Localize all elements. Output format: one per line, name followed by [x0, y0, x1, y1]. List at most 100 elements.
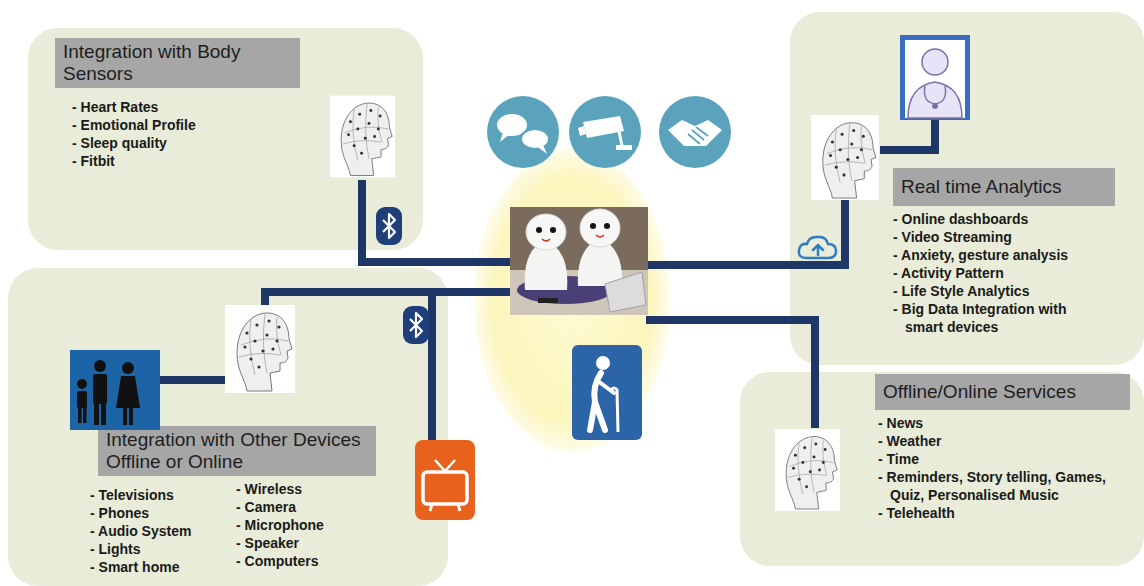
robot-photo — [525, 240, 568, 290]
bullet-list: - Wireless- Camera- Microphone- Speaker-… — [236, 480, 396, 570]
bullet-item: - Video Streaming — [893, 228, 1078, 246]
connector-line — [160, 376, 225, 384]
bullet-item: - News — [878, 414, 1118, 432]
connector-line — [160, 120, 935, 440]
family-icon — [77, 391, 87, 408]
handshake-icon — [668, 120, 722, 146]
brain-head — [811, 115, 879, 200]
robot-photo — [510, 207, 648, 315]
cloud-upload-icon — [813, 245, 823, 255]
robot-photo — [596, 235, 604, 237]
bullet-item: - Emotional Profile — [72, 116, 312, 134]
family-icon — [70, 350, 160, 430]
family-icon — [122, 362, 134, 374]
connector-line — [428, 292, 436, 440]
robot-photo — [536, 227, 542, 233]
elderly-icon — [572, 345, 642, 440]
television-icon — [430, 504, 460, 511]
chat-icon — [487, 96, 559, 168]
heading-text: Offline/Online Services — [883, 381, 1076, 403]
chat-icon — [497, 114, 527, 136]
doctor-icon — [900, 35, 970, 120]
elderly-icon — [596, 356, 610, 370]
family-icon — [77, 379, 87, 389]
camera-icon — [569, 96, 641, 168]
cloud-upload-icon — [799, 237, 836, 258]
bullet-item: - Lights — [90, 540, 230, 558]
brain-head — [775, 429, 840, 511]
bullet-item: - Phones — [90, 504, 230, 522]
bullet-item: - Telehealth — [878, 504, 1118, 522]
panel-box: - Heart Rates- Emotional Profile- Sleep … — [28, 28, 423, 250]
robot-photo — [510, 270, 648, 315]
heading-bar: Integration with Body Sensors — [55, 38, 300, 88]
elderly-icon — [572, 345, 642, 440]
bullet-item: - Time — [878, 450, 1118, 468]
brain-head — [330, 96, 395, 178]
bullet-item: - Sleep quality — [72, 134, 312, 152]
bullet-item: - Speaker — [236, 534, 396, 552]
bullet-item: - Online dashboards — [893, 210, 1078, 228]
family-icon — [94, 403, 99, 425]
robot-photo — [510, 207, 648, 315]
bullet-item: - Microphone — [236, 516, 396, 534]
chat-icon — [500, 132, 510, 142]
heading-text: Integration with Body Sensors — [63, 41, 292, 85]
bullet-item: - Camera — [236, 498, 396, 516]
robot-photo — [526, 214, 566, 250]
television-icon — [423, 472, 467, 504]
heading-bar: Offline/Online Services — [875, 374, 1130, 410]
elderly-icon — [611, 388, 618, 432]
television-icon — [415, 440, 475, 520]
connector-line — [646, 320, 815, 428]
bullet-item: - Heart Rates — [72, 98, 312, 116]
doctor-icon — [924, 86, 945, 104]
doctor-icon — [932, 103, 938, 109]
bullet-item: - Wireless — [236, 480, 396, 498]
heading-bar: Integration with Other Devices Offline o… — [98, 426, 376, 476]
family-icon — [101, 403, 106, 425]
robot-photo — [542, 239, 550, 241]
bullet-item: - Computers — [236, 552, 396, 570]
robot-photo — [517, 276, 613, 304]
bullet-item: - Smart home — [90, 558, 230, 576]
bullet-item: - Life Style Analytics — [893, 282, 1078, 300]
bullet-list: - News- Weather- Time- Reminders, Story … — [878, 414, 1118, 522]
family-icon — [123, 407, 127, 425]
elderly-icon — [590, 373, 605, 430]
robot-photo — [580, 209, 620, 247]
connector-line — [265, 292, 512, 305]
heading-text: Real time Analytics — [901, 176, 1062, 198]
family-icon — [116, 376, 140, 408]
doctor-icon — [922, 49, 948, 75]
robot-photo — [605, 272, 646, 312]
bullet-list: - Online dashboards- Video Streaming- An… — [893, 210, 1078, 336]
family-icon — [93, 374, 107, 404]
doctor-icon — [900, 35, 970, 120]
bullet-item: - Anxiety, gesture analysis — [893, 246, 1078, 264]
camera-icon — [583, 116, 624, 138]
handshake-icon — [659, 96, 731, 168]
heading-bar: Real time Analytics — [893, 168, 1115, 206]
chat-icon — [487, 96, 559, 168]
chat-icon — [538, 145, 547, 154]
bullet-item: - Weather — [878, 432, 1118, 450]
family-icon — [94, 360, 106, 372]
robot-photo — [550, 227, 556, 233]
robot-photo — [590, 223, 596, 229]
family-icon — [70, 350, 160, 430]
family-icon — [77, 360, 140, 425]
connector-line — [880, 120, 935, 150]
connector-line — [362, 180, 512, 262]
cloud-upload-icon — [799, 237, 836, 258]
camera-icon — [619, 131, 622, 146]
bluetooth-icon — [403, 306, 429, 344]
family-icon — [78, 407, 82, 423]
bullet-item: - Audio System — [90, 522, 230, 540]
doctor-icon — [908, 82, 962, 118]
television-icon — [435, 460, 455, 471]
camera-icon — [578, 126, 586, 136]
bullet-item: - Televisions — [90, 486, 230, 504]
bullet-item: - Reminders, Story telling, Games, Quiz,… — [878, 468, 1118, 504]
